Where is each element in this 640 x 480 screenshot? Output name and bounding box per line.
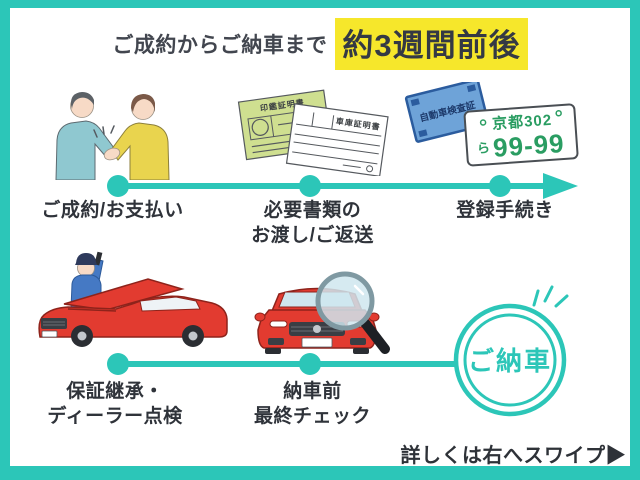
plate-bolt-icon — [479, 119, 487, 126]
car-plate-front — [301, 337, 333, 348]
step3-label-line1: 登録手続き — [456, 200, 554, 221]
plate-number-text: 99-99 — [492, 128, 565, 163]
swipe-hint[interactable]: 詳しくは右へスワイプ▶ — [400, 445, 626, 467]
goal-sparkle-icon — [532, 285, 569, 308]
license-plate: 京都302 ら 99-99 — [463, 103, 579, 167]
right-person-hair — [131, 94, 155, 112]
step4-label: 保証継承・ ディーラー点検 — [20, 380, 210, 429]
timeline-dot-step4 — [107, 353, 129, 375]
timeline-dot-step5 — [299, 353, 321, 375]
step5-label: 納車前 最終チェック — [225, 380, 400, 429]
red-car-side — [38, 278, 228, 347]
final-check-illustration — [254, 271, 390, 354]
plate-region-text: 京都302 — [492, 111, 553, 133]
timeline-dot-step3 — [489, 175, 511, 197]
title-highlight-text: 約3週間前後 — [335, 18, 528, 70]
delivery-goal-label: ご納車 — [468, 346, 552, 376]
timeline-dot-step1 — [107, 175, 129, 197]
step2-label: 必要書類の お渡し/ご返送 — [225, 199, 400, 248]
handshake-hands — [103, 147, 121, 161]
car-window — [139, 296, 201, 312]
step5-label-line2: 最終チェック — [253, 405, 371, 427]
timeline-dot-step2 — [299, 175, 321, 197]
step1-label: ご成約/お支払い — [25, 199, 200, 224]
car-plate-front — [41, 330, 58, 338]
handshake-illustration — [55, 92, 170, 180]
step4-label-line2: ディーラー点検 — [47, 405, 183, 427]
car-grille — [41, 318, 67, 329]
mechanic-cap — [75, 253, 97, 265]
step5-label-line1: 納車前 — [283, 381, 342, 402]
step2-label-line2: お渡し/ご返送 — [251, 224, 374, 246]
car-wheel — [353, 348, 369, 354]
side-mirror — [254, 312, 266, 322]
timeline-top — [107, 173, 578, 199]
car-wheel — [265, 348, 281, 354]
step3-label: 登録手続き — [420, 199, 590, 224]
title-prefix-text: ご成約からご納車まで — [112, 34, 328, 57]
left-person-body — [55, 120, 115, 180]
left-person-hair — [70, 92, 94, 109]
plate-kana-text: ら — [476, 140, 490, 156]
step2-label-line1: 必要書類の — [263, 200, 362, 221]
documents-illustration: 印鑑証明書 車庫証明書 — [237, 89, 389, 176]
page-title: ご成約からご納車まで 約3週間前後 — [0, 18, 640, 70]
handshake-sparkle-icon — [93, 125, 115, 138]
plate-bolt-icon — [555, 110, 562, 117]
timeline-arrow-icon — [543, 173, 578, 199]
registration-illustration: 自動車検査証 京都302 ら 99-99 — [404, 82, 579, 167]
mechanic-inspection-illustration — [38, 251, 228, 347]
step1-label-line1: ご成約/お支払い — [41, 200, 184, 221]
timeline-bottom — [107, 353, 457, 375]
headlight — [269, 320, 288, 328]
right-person-body — [110, 122, 170, 180]
stamp-icon — [251, 118, 269, 136]
step4-label-line1: 保証継承・ — [66, 381, 164, 402]
garage-certificate-doc: 車庫証明書 — [285, 103, 389, 176]
delivery-goal-badge: ご納車 — [453, 303, 567, 417]
magnifier-icon — [315, 271, 390, 354]
